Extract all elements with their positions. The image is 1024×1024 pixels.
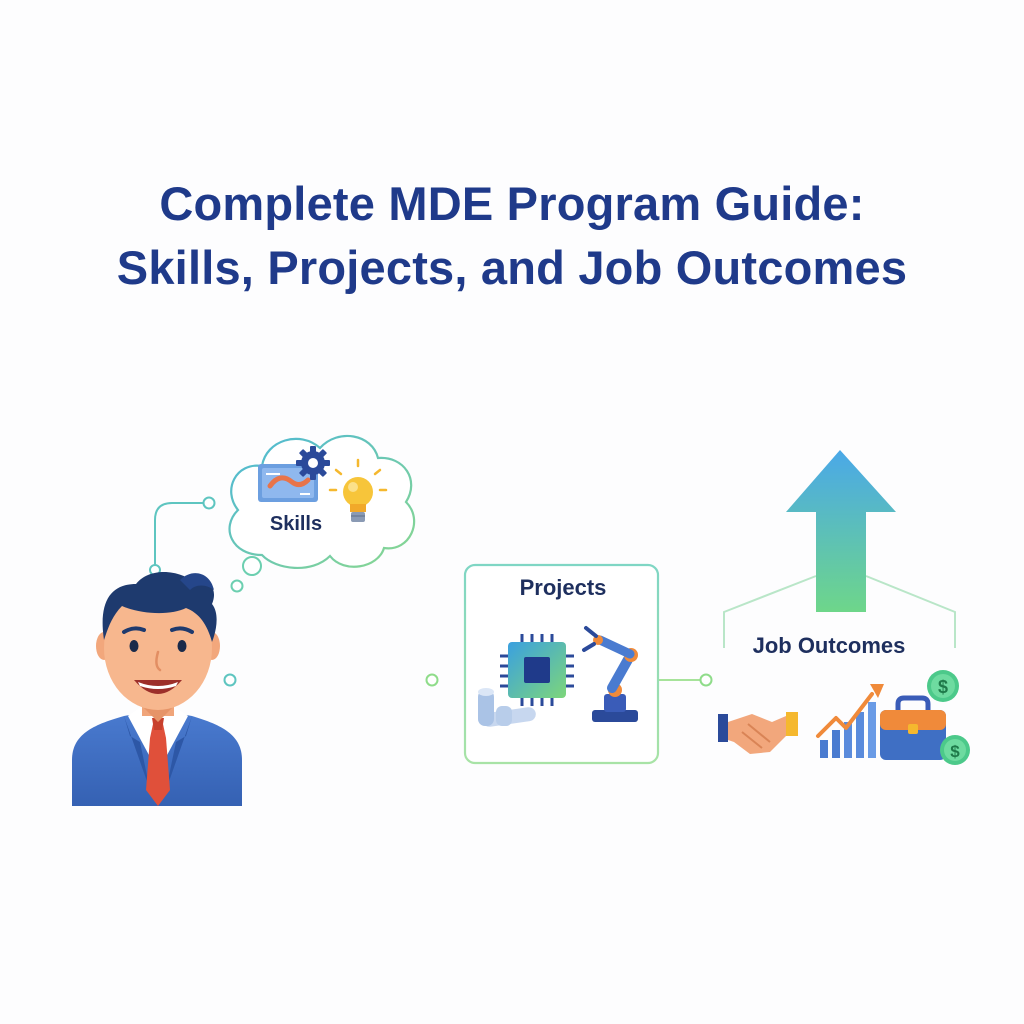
page-title: Complete MDE Program Guide: Skills, Proj… — [0, 172, 1024, 300]
thought-bubble-dots — [230, 556, 262, 593]
gear-icon — [296, 446, 330, 480]
connector-projects-to-outcomes — [658, 673, 713, 687]
blueprint-roll-icon — [478, 688, 536, 727]
title-line-2: Skills, Projects, and Job Outcomes — [116, 241, 908, 294]
svg-text:$: $ — [938, 677, 948, 697]
lightbulb-icon — [328, 458, 388, 522]
robotic-arm-icon — [582, 626, 638, 722]
connector-person-to-skills — [149, 496, 216, 576]
dollar-coin-icon: $ $ — [927, 670, 970, 765]
job-outcomes-group: Job Outcomes $ — [718, 450, 970, 765]
svg-text:$: $ — [950, 742, 960, 761]
growth-chart-icon — [816, 684, 884, 758]
handshake-icon — [718, 712, 798, 754]
microchip-icon — [500, 634, 574, 706]
connector-person-to-projects — [223, 673, 439, 687]
person-avatar — [72, 571, 242, 806]
job-outcomes-label: Job Outcomes — [753, 633, 906, 658]
briefcase-icon — [880, 695, 946, 760]
skills-cloud: Skills — [228, 434, 416, 569]
projects-box: Projects — [463, 563, 660, 765]
title-line-1: Complete MDE Program Guide: — [159, 177, 865, 230]
skills-label: Skills — [270, 513, 322, 535]
projects-label: Projects — [520, 575, 607, 600]
upward-arrow-icon — [786, 450, 896, 612]
